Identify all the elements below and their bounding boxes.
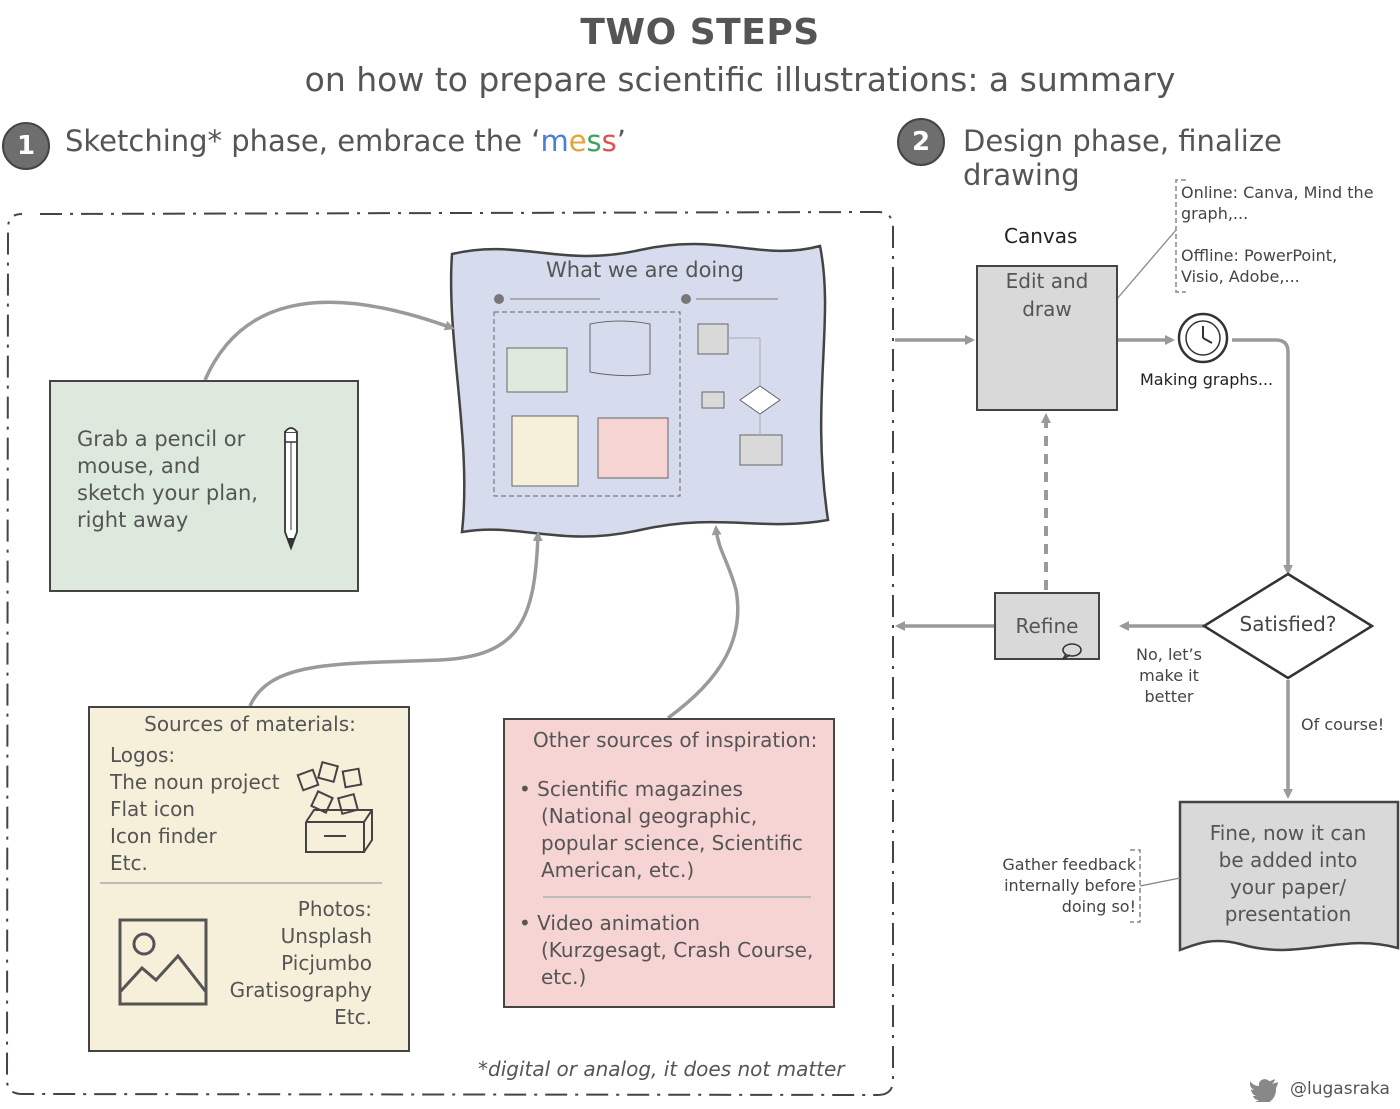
footnote: *digital or analog, it does not matter [478,1057,845,1081]
arrow-inspiration-to-what [666,525,740,720]
logos-list-item: The noun project [110,770,280,794]
mess-letter: s [586,124,602,158]
fine-text: Fine, now it can be added into your pape… [1182,820,1394,928]
satisfied-label: Satisfied? [1239,612,1337,636]
speech-bubble-icon [1061,643,1082,660]
arrow-pencil-to-what [203,300,455,381]
logos-list-item: Etc. [110,851,148,875]
refine-label: Refine [1015,614,1079,638]
pencil-box-text: Grab a pencil or mouse, and sketch your … [77,426,258,534]
sources-title: Sources of materials: [144,712,356,736]
what-box-title: What we are doing [546,258,744,282]
inspiration-item-video: • Video animation (Kurzgesagt, Crash Cou… [519,911,814,989]
inspiration-item-line: popular science, Scientific [541,831,803,855]
gallery-icon [296,760,373,853]
inspiration-item-line: Scientific magazines [537,777,743,801]
fine-line: be added into [1218,848,1358,872]
mess-letter: e [568,124,587,158]
mess-letter: m [540,124,569,158]
edit-draw-box: Edit and draw [976,265,1118,411]
fine-line: presentation [1224,902,1352,926]
making-graphs-label: Making graphs... [1140,370,1274,389]
pencil-box-line: right away [77,508,189,532]
inspiration-item-line: (Kurzgesagt, Crash Course, [541,938,814,962]
image-icon [118,918,208,1006]
inspiration-item-line: (National geographic, [541,804,758,828]
refine-box: Refine [994,592,1100,660]
inspiration-box: Other sources of inspiration: • Scientif… [503,718,835,1008]
sources-divider [100,882,382,884]
mess-word: mess [540,124,616,158]
feedback-line: Gather feedback [1002,855,1136,874]
feedback-line: doing so! [1061,897,1136,916]
photos-list-item: Unsplash [280,924,372,948]
feedback-note-bracket [1130,849,1141,923]
tools-note-line: Visio, Adobe,... [1181,267,1300,286]
step2-heading: Design phase, finalize drawing [963,124,1282,192]
no-label-line: No, let’s [1136,645,1202,664]
page-subtitle: on how to prepare scientific illustratio… [304,60,1176,99]
inspiration-item-line: Video animation [537,911,701,935]
inspiration-item-magazines: • Scientific magazines (National geograp… [519,777,803,882]
no-label: No, let’s make it better [1128,644,1210,707]
edit-draw-line: draw [1022,297,1072,321]
inspiration-title: Other sources of inspiration: [533,728,818,752]
photos-list: Photos: Unsplash Picjumbo Gratisography … [230,896,372,1031]
what-box-miniature [493,294,783,497]
step1-heading-text: Sketching* phase, embrace the ‘ [65,124,541,158]
pencil-box-line: sketch your plan, [77,481,258,505]
no-label-line: make it [1139,666,1199,685]
fine-line: Fine, now it can [1209,821,1367,845]
fine-document-box [1178,800,1400,952]
step1-heading-quote: ’ [616,124,626,158]
no-label-line: better [1144,687,1194,706]
photos-list-item: Picjumbo [281,951,372,975]
mess-letter: s [601,124,617,158]
inspiration-item-line: etc.) [541,965,587,989]
tools-note-line: graph,... [1181,204,1249,223]
inspiration-item-line: American, etc.) [541,858,695,882]
photos-list-item: Photos: [297,897,372,921]
logos-list-item: Flat icon [110,797,195,821]
feedback-line: internally before [1004,876,1136,895]
canvas-label: Canvas [1004,224,1078,248]
logos-list: Logos: The noun project Flat icon Icon f… [110,742,280,877]
pencil-box-line: mouse, and [77,454,201,478]
tools-note-line: Offline: PowerPoint, [1181,246,1338,265]
clock-icon [1177,312,1229,364]
sources-box: Sources of materials: Logos: The noun pr… [88,706,410,1052]
edit-draw-text: Edit and draw [978,267,1116,323]
photos-list-item: Gratisography [229,978,372,1002]
credit-handle: @lugasraka [1290,1079,1390,1099]
tools-note-line [1181,224,1374,245]
inspiration-divider [543,896,811,898]
edit-draw-line: Edit and [1005,269,1089,293]
photos-list-item: Etc. [334,1005,372,1029]
pencil-icon [284,427,298,551]
fine-line: your paper/ [1229,875,1347,899]
sketching-phase-frame [5,210,894,1097]
arrow-sources-to-what [248,531,543,707]
step1-heading: Sketching* phase, embrace the ‘mess’ [65,124,626,158]
twitter-icon [1250,1079,1278,1102]
of-course-label: Of course! [1301,715,1385,734]
tools-note-line: Online: Canva, Mind the [1181,183,1374,202]
tools-note: Online: Canva, Mind the graph,... Offlin… [1181,182,1374,287]
pencil-box-line: Grab a pencil or [77,427,246,451]
logos-list-item: Logos: [110,743,176,767]
satisfied-decision-diamond [1201,572,1375,680]
page-title: TWO STEPS [580,12,820,53]
pencil-box: Grab a pencil or mouse, and sketch your … [49,380,359,592]
step2-number-badge: 2 [897,118,945,166]
feedback-note: Gather feedback internally before doing … [996,854,1136,917]
step1-number-badge: 1 [2,122,50,170]
arrow-clock-to-satisfied [1232,338,1293,575]
tools-note-bracket [1175,179,1186,293]
logos-list-item: Icon finder [110,824,217,848]
